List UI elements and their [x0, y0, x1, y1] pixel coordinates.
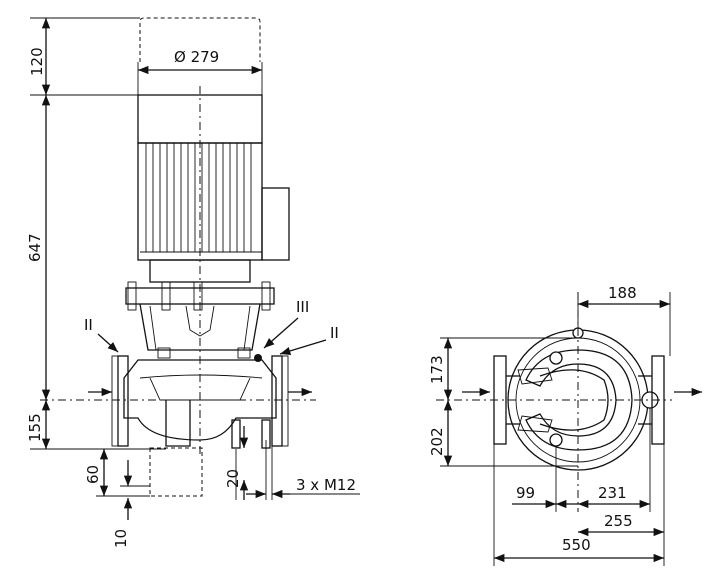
- dim-155: 155: [26, 413, 44, 442]
- vent-screw: [254, 354, 262, 362]
- top-view: 188 173 202 99 231 255 550: [428, 284, 702, 566]
- dim-550: 550: [562, 536, 591, 554]
- dim-20: 20: [224, 469, 242, 488]
- pump-housing: [123, 359, 277, 441]
- suction-flange: [117, 355, 129, 447]
- label-port-vent: III: [296, 298, 309, 316]
- dim-202: 202: [428, 427, 446, 456]
- removal-space-bottom: [149, 447, 203, 497]
- removal-clearance-outline: [139, 17, 261, 62]
- dim-231: 231: [598, 484, 627, 502]
- terminal-box: [261, 187, 290, 261]
- dim-279: Ø 279: [174, 48, 219, 66]
- boss-top: [549, 351, 563, 365]
- dim-255: 255: [604, 512, 633, 530]
- dim-bolts: 3 x M12: [296, 476, 356, 494]
- label-port-left: II: [84, 316, 93, 334]
- label-port-right: II: [330, 324, 339, 342]
- flange-bolts: [127, 281, 271, 311]
- dim-647: 647: [26, 233, 44, 262]
- discharge-flange: [271, 355, 283, 447]
- dim-173: 173: [428, 355, 446, 384]
- boss-bottom: [549, 433, 563, 447]
- pump-foot: [165, 400, 191, 447]
- support-leg: [231, 419, 241, 449]
- dim-120: 120: [28, 47, 46, 76]
- motor-cooling-fins: [140, 143, 262, 253]
- side-view: II III II 120 647 155 Ø 279 60 10: [26, 17, 360, 548]
- volute-inner: [525, 349, 633, 451]
- dim-10: 10: [112, 529, 130, 548]
- dim-188: 188: [608, 284, 637, 302]
- dim-60: 60: [84, 465, 102, 484]
- dim-99: 99: [516, 484, 535, 502]
